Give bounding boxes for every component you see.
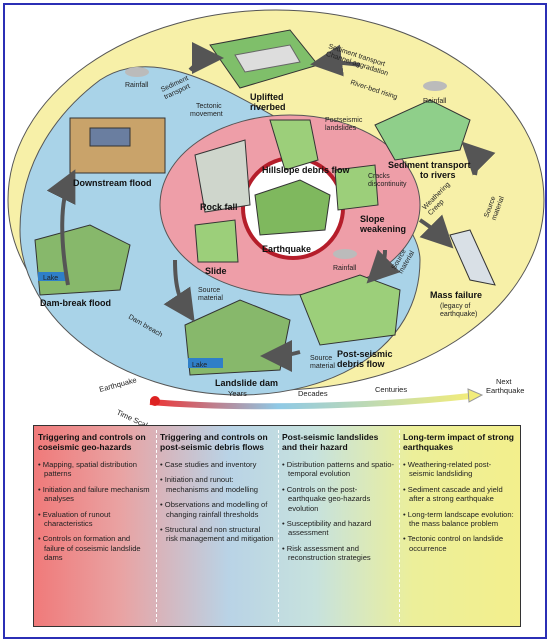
- illustration-dam-break: [34, 224, 131, 296]
- arrow: [260, 339, 301, 372]
- timeline-start-icon: [150, 396, 160, 406]
- label-slope-weakening: Slope weakening: [359, 214, 406, 234]
- illustration-mass-failure: [449, 229, 496, 286]
- list-item: Controls on the post-earthquake geo-haza…: [282, 485, 395, 513]
- label-rainfall: Rainfall: [125, 82, 149, 89]
- list-item: Susceptibility and hazard assessment: [282, 519, 395, 538]
- timeline-centuries: Centuries: [375, 385, 407, 394]
- list-item: Long-term landscape evolution: the mass …: [403, 510, 516, 529]
- label-hillslope: Hillslope debris flow: [262, 165, 351, 175]
- divider: [156, 430, 157, 622]
- label-sediment-transport-rivers: Sediment transport to rivers: [388, 160, 473, 180]
- label-mass-failure: Mass failure: [430, 290, 482, 300]
- topic-panel: Triggering and controls on coseismic geo…: [33, 425, 521, 627]
- label-slide: Slide: [205, 266, 227, 276]
- label-rockfall: Rock fall: [200, 202, 238, 212]
- list-item: Mapping, spatial distribution patterns: [38, 460, 152, 479]
- list-item: Observations and modelling of changing r…: [160, 500, 274, 519]
- arrow: [418, 214, 454, 249]
- illustration-slope: [334, 164, 379, 211]
- label-rainfall: Rainfall: [423, 98, 447, 105]
- list-item: Sediment cascade and yield after a stron…: [403, 485, 516, 504]
- column-title: Triggering and controls on coseismic geo…: [38, 432, 146, 452]
- arrow: [163, 259, 195, 322]
- label-rainfall: Rainfall: [333, 265, 357, 272]
- list-item: Initiation and failure mechanism analyse…: [38, 485, 152, 504]
- illustration-post-seismic: [299, 274, 401, 346]
- list-item: Evaluation of runout characteristics: [38, 510, 152, 529]
- list-item: Initiation and runout: mechanisms and mo…: [160, 475, 274, 494]
- label-post-seismic: Post-seismic debris flow: [337, 349, 395, 369]
- label-lake: Lake: [43, 275, 58, 282]
- panel-column: Long-term impact of strong earthquakes W…: [399, 426, 520, 626]
- label-source-material: Source material: [310, 355, 335, 370]
- label-cracks: Cracks discontinuity: [368, 173, 407, 188]
- label-postseismic-landslides: Postseismic landslides: [325, 117, 364, 132]
- column-title: Long-term impact of strong earthquakes: [403, 432, 514, 452]
- arrow: [366, 249, 401, 284]
- column-title: Triggering and controls on post-seismic …: [160, 432, 268, 452]
- panel-column: Triggering and controls on coseismic geo…: [34, 426, 156, 626]
- timeline-years: Years: [228, 389, 247, 398]
- list-item: Weathering-related post-seismic landslid…: [403, 460, 516, 479]
- list-item: Case studies and inventory: [160, 460, 274, 469]
- illustration-earthquake-block: [254, 179, 331, 236]
- divider: [278, 430, 279, 622]
- label-source-material: Source material: [198, 287, 223, 302]
- cloud-icon: [125, 67, 149, 77]
- list-item: Distribution patterns and spatio-tempora…: [282, 460, 395, 479]
- diagram: Earthquake Hillslope debris flow Rock fa…: [7, 9, 545, 430]
- timeline-arrowhead: [467, 388, 484, 403]
- arrow: [310, 44, 361, 77]
- illustration-uplifted-riverbed: [209, 29, 319, 89]
- list-item: Risk assessment and reconstruction strat…: [282, 544, 395, 563]
- label-legacy: (legacy of earthquake): [440, 303, 477, 318]
- label-lake: Lake: [192, 362, 207, 369]
- timeline-end: Next Earthquake: [486, 377, 524, 395]
- illustration-downstream-flood: [69, 117, 166, 174]
- label-landslide-dam: Landslide dam: [215, 378, 278, 388]
- arrow: [188, 42, 224, 75]
- label-tectonic: Tectonic movement: [190, 103, 224, 118]
- label-earthquake: Earthquake: [262, 244, 311, 254]
- cloud-icon: [333, 249, 357, 259]
- cloud-icon: [423, 81, 447, 91]
- panel-column: Post-seismic landslides and their hazard…: [278, 426, 399, 626]
- timeline-start: Earthquake: [98, 375, 137, 394]
- illustration-hillslope: [269, 119, 319, 171]
- illustration-sediment-transport: [374, 99, 471, 161]
- list-item: Controls on formation and failure of cos…: [38, 534, 152, 562]
- arrow: [461, 141, 496, 176]
- label-dam-break: Dam-break flood: [40, 298, 111, 308]
- panel-column: Triggering and controls on post-seismic …: [156, 426, 278, 626]
- label-downstream-flood: Downstream flood: [73, 178, 152, 188]
- list-item: Tectonic control on landslide occurrence: [403, 534, 516, 553]
- illustration-rockfall: [194, 139, 251, 213]
- label-uplifted: Uplifted riverbed: [250, 92, 286, 112]
- column-title: Post-seismic landslides and their hazard: [282, 432, 379, 452]
- divider: [399, 430, 400, 622]
- illustration-slide: [194, 219, 239, 263]
- timeline-decades: Decades: [298, 389, 328, 398]
- list-item: Structural and non structural risk manag…: [160, 525, 274, 544]
- arrow: [46, 169, 76, 286]
- timeline-arrow: [149, 393, 471, 410]
